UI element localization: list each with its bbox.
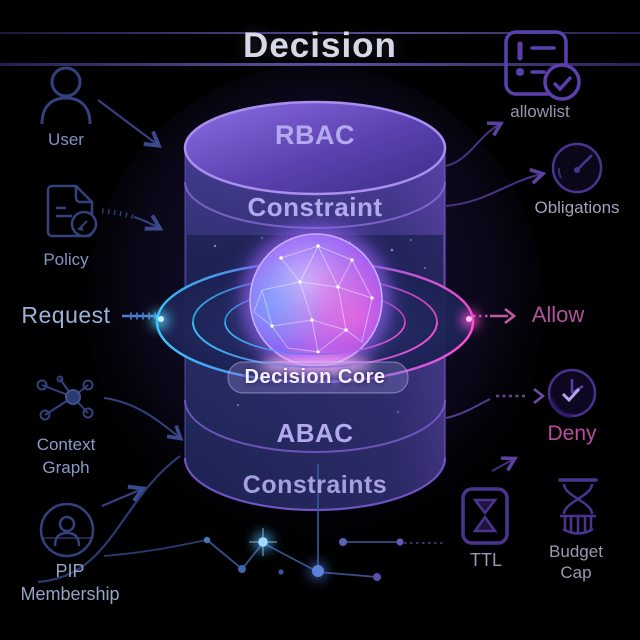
hourglass-ttl-icon bbox=[460, 486, 510, 551]
allowlist-label: allowlist bbox=[510, 102, 570, 121]
page-title: Decision bbox=[243, 26, 397, 65]
layer-label-constraints: Constraints bbox=[242, 471, 388, 499]
context-graph-label-line1: Context bbox=[36, 435, 96, 454]
clock-deny-icon bbox=[542, 362, 608, 427]
right-connectors bbox=[404, 124, 543, 544]
budget-cap-label-line2: Cap bbox=[560, 563, 592, 582]
globe-member-icon bbox=[38, 500, 96, 565]
decision-core-sphere bbox=[242, 226, 390, 375]
title-rule-top bbox=[0, 32, 640, 34]
allow-flow-arrow bbox=[467, 307, 517, 325]
ttl-label: TTL bbox=[469, 550, 502, 570]
deny-label: Deny bbox=[547, 422, 597, 445]
obligations-label: Obligations bbox=[534, 198, 620, 217]
budget-cap-label: Budget Cap bbox=[524, 541, 628, 583]
decision-core-label: Decision Core bbox=[244, 366, 386, 388]
context-graph-label-line2: Graph bbox=[42, 458, 90, 477]
decision-core-pill bbox=[227, 361, 409, 394]
policy-label: Policy bbox=[43, 250, 89, 269]
rings-front bbox=[155, 321, 475, 384]
title-rule-bottom bbox=[0, 63, 640, 66]
user-icon bbox=[38, 60, 96, 131]
request-label: Request bbox=[21, 302, 111, 328]
hourglass-coins-icon bbox=[550, 474, 606, 545]
pip-label-line1: PIP bbox=[55, 561, 85, 581]
pip-label-line2: Membership bbox=[20, 584, 120, 604]
graph-nodes-icon bbox=[28, 374, 106, 431]
policy-document-icon bbox=[42, 180, 104, 247]
layer-label-constraint: Constraint bbox=[247, 192, 383, 222]
gauge-icon bbox=[546, 138, 610, 203]
pip-membership-label: PIP Membership bbox=[0, 560, 140, 606]
sphere-mesh-nodes bbox=[270, 244, 374, 354]
checklist-check-icon bbox=[502, 28, 586, 109]
left-connectors bbox=[37, 99, 207, 584]
user-label: User bbox=[48, 130, 84, 149]
layer-label-rbac: RBAC bbox=[275, 120, 355, 150]
layer-label-abac: ABAC bbox=[276, 418, 354, 448]
context-graph-label: Context Graph bbox=[4, 433, 128, 479]
network-nodes-decoration bbox=[203, 464, 404, 581]
allow-label: Allow bbox=[531, 302, 585, 327]
budget-cap-label-line1: Budget bbox=[549, 542, 603, 561]
